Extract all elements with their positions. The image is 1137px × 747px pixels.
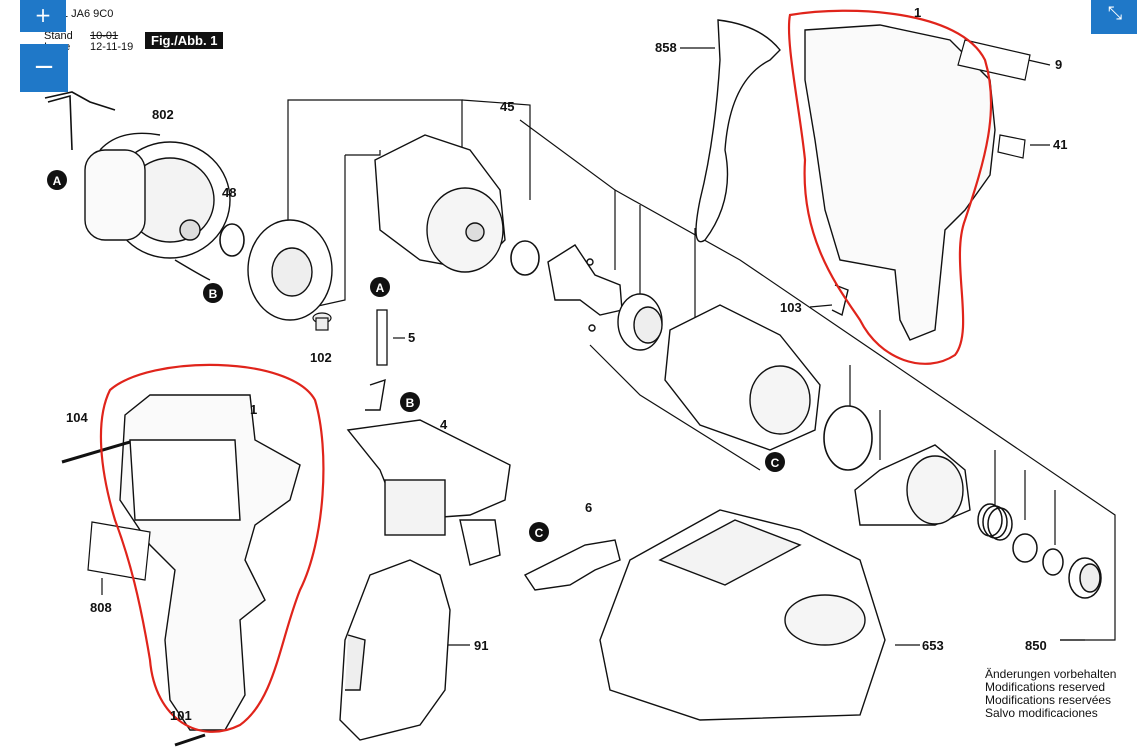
callout-b1-text: B xyxy=(209,287,218,301)
label-9: 9 xyxy=(1055,57,1063,72)
callout-a2-text: A xyxy=(376,281,385,295)
label-102: 102 xyxy=(310,350,332,365)
callout-b2: B xyxy=(400,392,420,412)
callout-a1-text: A xyxy=(53,174,62,188)
zoom-in-button[interactable]: + xyxy=(20,0,66,32)
callout-c2-text: C xyxy=(535,526,544,540)
o-ring-48 xyxy=(219,223,245,257)
part-number: 1 JA6 9C0 xyxy=(62,8,114,20)
label-802: 802 xyxy=(152,107,174,122)
nose-cap xyxy=(854,444,971,526)
label-48: 48 xyxy=(222,185,237,200)
callout-a2: A xyxy=(370,277,390,297)
annotation-circle-housing-right xyxy=(787,9,993,365)
callout-a1: A xyxy=(47,170,67,190)
gearbox-assembly xyxy=(374,134,506,273)
slider-6 xyxy=(523,539,621,591)
screw-102 xyxy=(312,312,332,331)
front-ring xyxy=(823,405,873,471)
label-653: 653 xyxy=(922,638,944,653)
o-ring-gear xyxy=(510,240,540,276)
leader-group-45 xyxy=(287,99,463,235)
spring-clip-103 xyxy=(831,284,849,317)
label-103: 103 xyxy=(780,300,802,315)
spring-set xyxy=(977,503,1102,599)
annotation-circle-housing-left xyxy=(99,363,325,733)
battery-91 xyxy=(339,559,451,741)
stand-label: Stand xyxy=(44,30,73,42)
label-4: 4 xyxy=(440,417,448,432)
notice-de: Änderungen vorbehalten xyxy=(985,667,1117,681)
label-1-top: 1 xyxy=(914,5,922,20)
figure-label: Fig./Abb. 1 xyxy=(145,32,224,49)
label-858: 858 xyxy=(655,40,677,55)
cable-wire xyxy=(44,91,116,151)
callout-b2-text: B xyxy=(406,396,415,410)
label-6: 6 xyxy=(585,500,593,515)
belt-clip-858 xyxy=(695,19,781,243)
screw-104 xyxy=(61,440,131,464)
label-104: 104 xyxy=(66,410,88,425)
switch-4 xyxy=(346,378,511,566)
modifications-notice: Änderungen vorbehalten Modifications res… xyxy=(985,668,1116,720)
label-41: 41 xyxy=(1053,137,1068,152)
label-5: 5 xyxy=(408,330,416,345)
stand-value: 10-01 xyxy=(90,30,119,42)
callout-b1: B xyxy=(203,283,223,303)
housing-half-right xyxy=(804,24,996,341)
notice-en: Modifications reserved xyxy=(985,680,1106,694)
label-808: 808 xyxy=(90,600,112,615)
label-91: 91 xyxy=(474,638,489,653)
callout-c2: C xyxy=(529,522,549,542)
label-1-left: 1 xyxy=(250,402,258,417)
anvil xyxy=(617,293,663,351)
fullscreen-button[interactable]: ⤡ xyxy=(1091,0,1137,34)
pin-5 xyxy=(376,309,388,366)
charger-653 xyxy=(599,509,886,721)
label-plate-808 xyxy=(87,521,151,581)
hammer-housing xyxy=(664,304,821,451)
notice-fr: Modifications reservées xyxy=(985,693,1112,707)
end-plate xyxy=(247,219,333,321)
callout-c1-text: C xyxy=(771,456,780,470)
leader-frame-right xyxy=(519,119,616,270)
leader-group-45b xyxy=(461,99,531,200)
label-plate-9 xyxy=(957,39,1031,81)
label-101: 101 xyxy=(170,708,192,723)
housing-half-left xyxy=(119,394,301,731)
motor-802 xyxy=(84,132,231,281)
issue-value: 12-11-19 xyxy=(90,41,134,53)
notice-es: Salvo modificaciones xyxy=(985,706,1098,720)
callout-c1: C xyxy=(765,452,785,472)
contact-41 xyxy=(997,134,1026,159)
zoom-out-button[interactable]: − xyxy=(20,44,68,92)
label-850: 850 xyxy=(1025,638,1047,653)
screw-101 xyxy=(174,733,206,747)
spindle xyxy=(547,244,623,332)
label-45: 45 xyxy=(500,99,515,114)
